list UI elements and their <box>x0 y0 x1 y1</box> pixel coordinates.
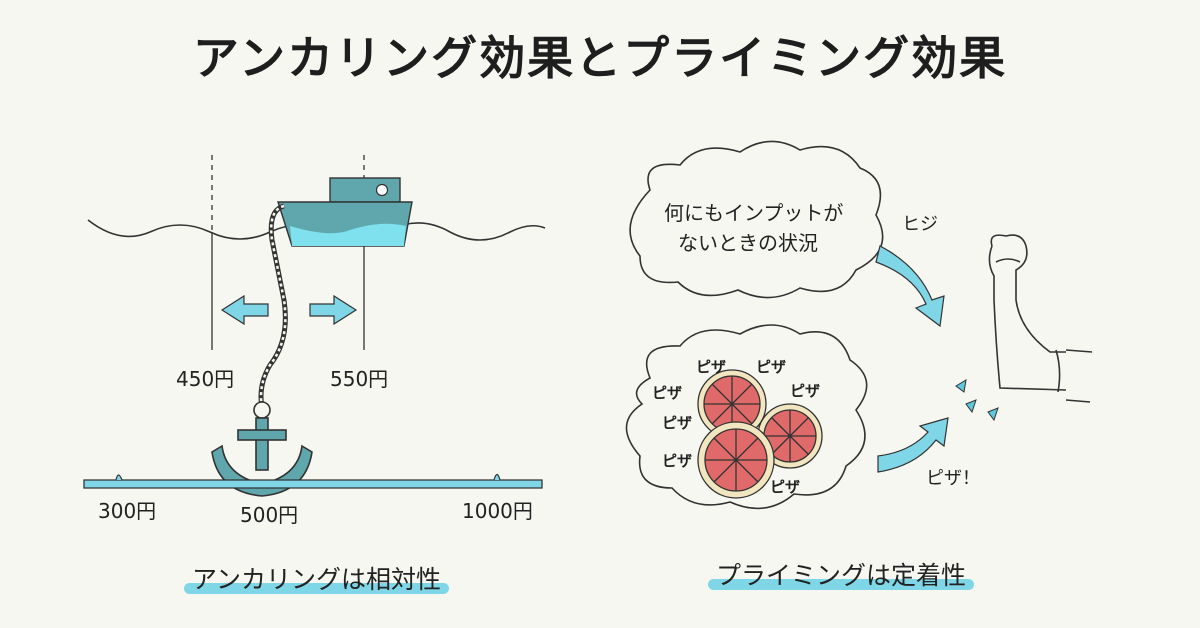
pizza-word: ピザ <box>696 358 726 376</box>
scale-line <box>83 479 543 489</box>
sparkle-icon <box>955 379 999 422</box>
pizza-word: ピザ <box>790 382 820 400</box>
cloud-text-line2: ないときの状況 <box>678 231 818 255</box>
price-marker-high: 550円 <box>330 367 388 391</box>
pizza-icon <box>757 403 823 469</box>
scale-label-500: 500円 <box>240 503 298 527</box>
pizza-icon <box>697 421 775 499</box>
arrow-label-elbow: ヒジ <box>902 214 938 235</box>
caption-anchoring: アンカリングは相対性 <box>184 560 450 596</box>
pizza-icon <box>697 369 767 439</box>
arrow-left-icon <box>220 294 269 326</box>
arrow-label-pizza: ピザ！ <box>926 468 980 489</box>
pizza-word: ピザ <box>770 478 800 496</box>
cloud-pizza <box>625 324 868 510</box>
page-title: アンカリング効果とプライミング効果 <box>192 31 1008 85</box>
pizza-word: ピザ <box>652 384 682 402</box>
cloud-text-line1: 何にもインプットが <box>664 201 843 225</box>
caption-priming: プライミングは定着性 <box>708 556 975 592</box>
price-marker-low: 450円 <box>176 367 234 391</box>
arm-icon <box>988 234 1093 403</box>
priming-diagram: 何にもインプットが ないときの状況 ピザ ピザ ピザ ピザ <box>625 140 1093 510</box>
arrow-down-icon <box>875 245 945 328</box>
pizza-word: ピザ <box>662 452 692 470</box>
pizza-word: ピザ <box>662 414 692 432</box>
arrow-right-icon <box>309 294 358 326</box>
pizza-word-group: ピザ ピザ ピザ ピザ ピザ ピザ ピザ <box>652 358 820 496</box>
caption-anchoring-text: アンカリングは相対性 <box>192 565 442 594</box>
boat-icon <box>277 177 413 247</box>
anchoring-diagram: 450円 550円 300円 500円 1000円 <box>83 155 546 527</box>
scale-label-300: 300円 <box>98 499 156 523</box>
scale-label-1000: 1000円 <box>462 499 533 523</box>
pizza-word: ピザ <box>756 358 786 376</box>
arrow-up-icon <box>877 417 949 473</box>
caption-priming-text: プライミングは定着性 <box>716 561 967 590</box>
